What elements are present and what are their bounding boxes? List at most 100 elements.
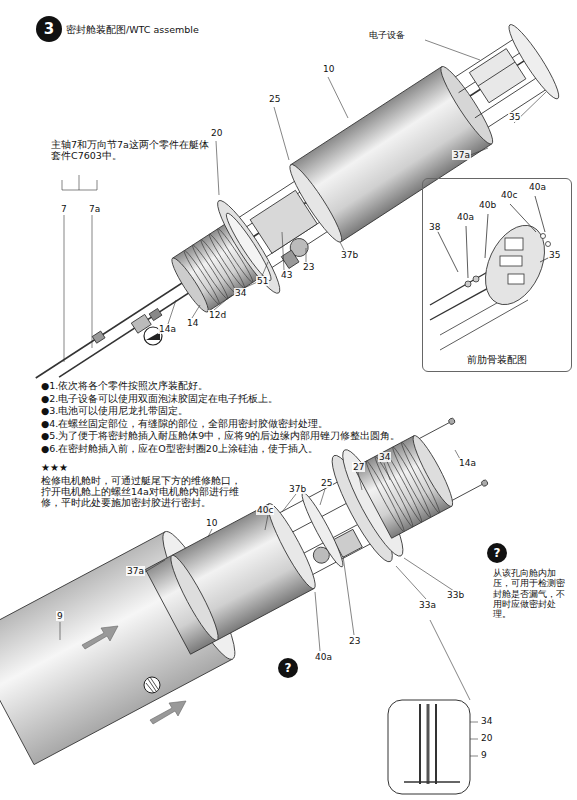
drawing-part bbox=[430, 620, 470, 700]
callout-number: 14a bbox=[458, 458, 477, 468]
node-text: 前肋骨装配图 bbox=[467, 354, 527, 367]
callout-number: 34 bbox=[234, 288, 247, 298]
drawing-part bbox=[535, 196, 545, 232]
drawing-part bbox=[64, 215, 65, 362]
drawing-part bbox=[343, 556, 354, 635]
node-text: 3 bbox=[44, 20, 54, 38]
callout-number: 14 bbox=[186, 318, 199, 328]
callout-number: 40a bbox=[528, 182, 547, 192]
note-text: ●5.为了便于将密封舱插入耐压舱体9中，应将9的后边缘内部用锉刀修整出圆角。 bbox=[40, 431, 572, 442]
drawing-part bbox=[404, 558, 454, 591]
drawing-part bbox=[150, 701, 186, 724]
drawing-part bbox=[9, 11, 570, 429]
drawing-part bbox=[208, 529, 212, 537]
drawing-part bbox=[168, 300, 176, 324]
callout-number: 7 bbox=[60, 204, 68, 214]
callout-number: 23 bbox=[302, 262, 315, 272]
note-text: ●3.电池可以使用尼龙扎带固定。 bbox=[40, 406, 572, 417]
callout-number: 34 bbox=[480, 716, 493, 726]
callout-number: 14a bbox=[158, 324, 177, 334]
drawing-part bbox=[430, 196, 556, 350]
callout-number: 20 bbox=[480, 733, 493, 743]
drawing-part bbox=[149, 308, 162, 320]
callout-number: 37a bbox=[452, 150, 471, 160]
callout-number: 35 bbox=[548, 250, 561, 260]
drawing-part bbox=[505, 238, 523, 250]
badge-circle: 3 bbox=[36, 16, 62, 42]
ribbed-icon bbox=[144, 677, 160, 693]
drawing-part bbox=[145, 560, 165, 572]
callout-number: 37a bbox=[126, 566, 145, 576]
drawing-part bbox=[92, 331, 105, 343]
callout-number: 33b bbox=[446, 590, 465, 600]
drawing-part bbox=[510, 204, 536, 232]
callout-number: 10 bbox=[205, 518, 218, 528]
callout-number: 37b bbox=[288, 484, 307, 494]
callout-number: 38 bbox=[428, 222, 441, 232]
drawing-part bbox=[478, 62, 515, 86]
drawing-part bbox=[320, 489, 325, 505]
callout-number: 40a bbox=[314, 652, 333, 662]
callout-number: 40c bbox=[256, 505, 274, 515]
callout-number: 25 bbox=[268, 94, 281, 104]
callout-number: 34 bbox=[378, 452, 391, 462]
drawing-part bbox=[216, 141, 219, 195]
drawing-part bbox=[297, 490, 347, 570]
drawing-part bbox=[284, 160, 348, 246]
drawing-part bbox=[358, 472, 362, 490]
drawing-part bbox=[262, 262, 268, 276]
push-arrow bbox=[82, 626, 186, 724]
drawing-part bbox=[474, 216, 557, 314]
callout-number: 35 bbox=[508, 112, 521, 122]
drawing-part bbox=[265, 515, 268, 530]
drawing-part bbox=[214, 295, 232, 310]
title: 密封舱装配图/WTC assemble bbox=[66, 24, 199, 37]
callout-number: 20 bbox=[210, 128, 223, 138]
drawing-part bbox=[408, 432, 458, 509]
callout-number: 43 bbox=[280, 270, 293, 280]
drawing-part bbox=[340, 242, 344, 250]
callout-number: 51 bbox=[256, 276, 269, 286]
drawing-part bbox=[481, 479, 489, 487]
drawing-part bbox=[466, 226, 468, 278]
drawing-part bbox=[79, 175, 80, 190]
drawing-part bbox=[36, 57, 531, 378]
drawing-part bbox=[165, 552, 224, 644]
drawing-part bbox=[427, 704, 430, 784]
drawing-part bbox=[82, 626, 118, 649]
drawing-part bbox=[435, 704, 437, 784]
drawing-part bbox=[146, 677, 158, 693]
drawing-part bbox=[440, 300, 528, 350]
drawing-part bbox=[503, 20, 564, 103]
drawing-part bbox=[192, 305, 200, 318]
drawing-part bbox=[468, 148, 488, 156]
drawing-part bbox=[144, 677, 160, 693]
drawing-part bbox=[92, 215, 93, 348]
drawing-part bbox=[388, 700, 470, 794]
note-text: 主轴7和万向节7a这两个零件在艇体套件C7603中。 bbox=[50, 140, 212, 162]
drawing-part bbox=[419, 704, 421, 784]
badge-circle: ? bbox=[278, 658, 298, 678]
drawing-part bbox=[465, 281, 471, 287]
drawing-part bbox=[425, 40, 480, 60]
drawing-part bbox=[437, 230, 458, 272]
note-text: ●4.在螺丝固定部位，有缝隙的部位，全部用密封胶做密封处理。 bbox=[40, 419, 572, 430]
drawing-part bbox=[396, 566, 426, 599]
drawing-part bbox=[473, 276, 479, 282]
callout-number: 23 bbox=[348, 636, 361, 646]
drawing-part bbox=[500, 256, 522, 266]
note-text: 从该孔向舱内加压，可用于检测密封舱是否漏气，不用时应做密封处理。 bbox=[492, 568, 574, 620]
drawing-part bbox=[315, 592, 320, 651]
drawing-part bbox=[469, 49, 526, 103]
drawing-part bbox=[546, 242, 551, 247]
drawing-part bbox=[306, 248, 307, 262]
callout-number: 9 bbox=[480, 750, 488, 760]
drawing-part bbox=[62, 40, 546, 362]
drawing-part bbox=[282, 232, 284, 270]
callout-number: 12d bbox=[208, 310, 227, 320]
drawing-part bbox=[328, 77, 348, 118]
callout-number: 40b bbox=[478, 200, 497, 210]
drawing-part bbox=[282, 494, 296, 512]
node-text: ? bbox=[494, 546, 501, 560]
callout-number: 37b bbox=[340, 250, 359, 260]
